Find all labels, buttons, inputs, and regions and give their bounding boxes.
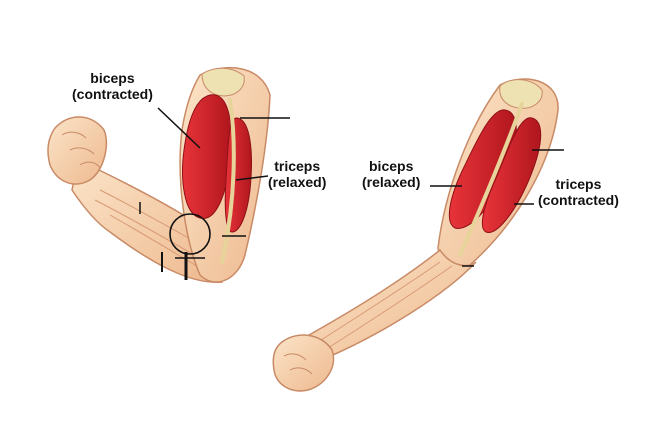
flexed-biceps-muscle — [182, 94, 232, 219]
extended-fist — [272, 334, 335, 392]
left-triceps-label: triceps (relaxed) — [268, 158, 326, 190]
left-biceps-label: biceps (contracted) — [72, 70, 153, 102]
flexed-fist-knuckles — [61, 131, 101, 169]
flexed-fist — [47, 116, 108, 185]
flexed-shoulder-bone — [201, 67, 245, 97]
flexed-arm — [47, 67, 271, 283]
elbow-joint-circle — [169, 213, 211, 255]
right-biceps-state: (relaxed) — [362, 174, 421, 190]
left-biceps-state: (contracted) — [72, 86, 153, 102]
left-triceps-name: triceps — [274, 158, 321, 174]
left-biceps-name: biceps — [90, 70, 135, 86]
left-triceps-leader — [235, 175, 269, 181]
extended-forearm — [298, 248, 477, 359]
left-biceps-leader — [157, 107, 201, 149]
left-triceps-state: (relaxed) — [268, 174, 327, 190]
right-triceps-label: triceps (contracted) — [538, 176, 619, 208]
flexed-forearm — [71, 158, 224, 283]
flexed-humerus-bone — [220, 98, 236, 264]
extended-shoulder-bone — [499, 79, 543, 109]
extended-triceps-muscle — [481, 117, 542, 233]
right-triceps-name: triceps — [555, 176, 602, 192]
right-biceps-label: biceps (relaxed) — [362, 158, 420, 190]
extended-arm — [272, 78, 559, 392]
extended-humerus-bone — [458, 102, 524, 257]
extended-forearm-tendons — [317, 261, 453, 349]
flexed-forearm-tendons — [94, 189, 201, 269]
right-triceps-state: (contracted) — [538, 192, 619, 208]
extended-fist-knuckles — [283, 353, 313, 375]
right-biceps-name: biceps — [369, 158, 414, 174]
